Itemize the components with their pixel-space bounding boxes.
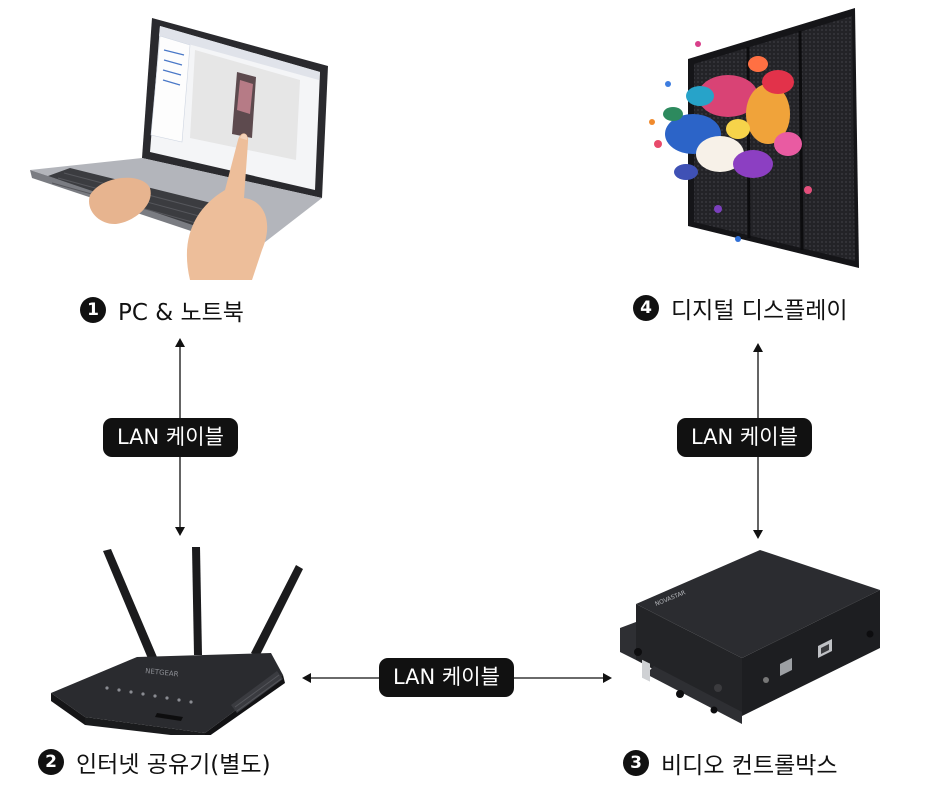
- controller-label: 비디오 컨트롤박스: [661, 753, 838, 779]
- laptop-image: [30, 10, 335, 280]
- video-controller-image: NOVASTAR: [618, 548, 886, 728]
- display-caption: 4 디지털 디스플레이: [633, 291, 848, 325]
- pc-caption: 1 PC & 노트북: [80, 293, 244, 327]
- pc-label: PC & 노트북: [118, 300, 244, 326]
- router-image: NETGEAR: [45, 545, 307, 739]
- router-brand: NETGEAR: [145, 667, 179, 678]
- controller-caption: 3 비디오 컨트롤박스: [623, 746, 838, 780]
- lan-cable-label: LAN 케이블: [379, 658, 514, 698]
- lan-cable-label: LAN 케이블: [677, 418, 812, 458]
- step-number-badge: 1: [80, 297, 106, 323]
- step-number-badge: 3: [623, 750, 649, 776]
- step-number-badge: 4: [633, 295, 659, 321]
- lan-cable-label: LAN 케이블: [103, 418, 238, 458]
- step-number-badge: 2: [38, 749, 64, 775]
- display-label: 디지털 디스플레이: [671, 298, 848, 324]
- router-label: 인터넷 공유기(별도): [76, 752, 271, 778]
- router-caption: 2 인터넷 공유기(별도): [38, 745, 271, 779]
- digital-display-image: [628, 4, 862, 270]
